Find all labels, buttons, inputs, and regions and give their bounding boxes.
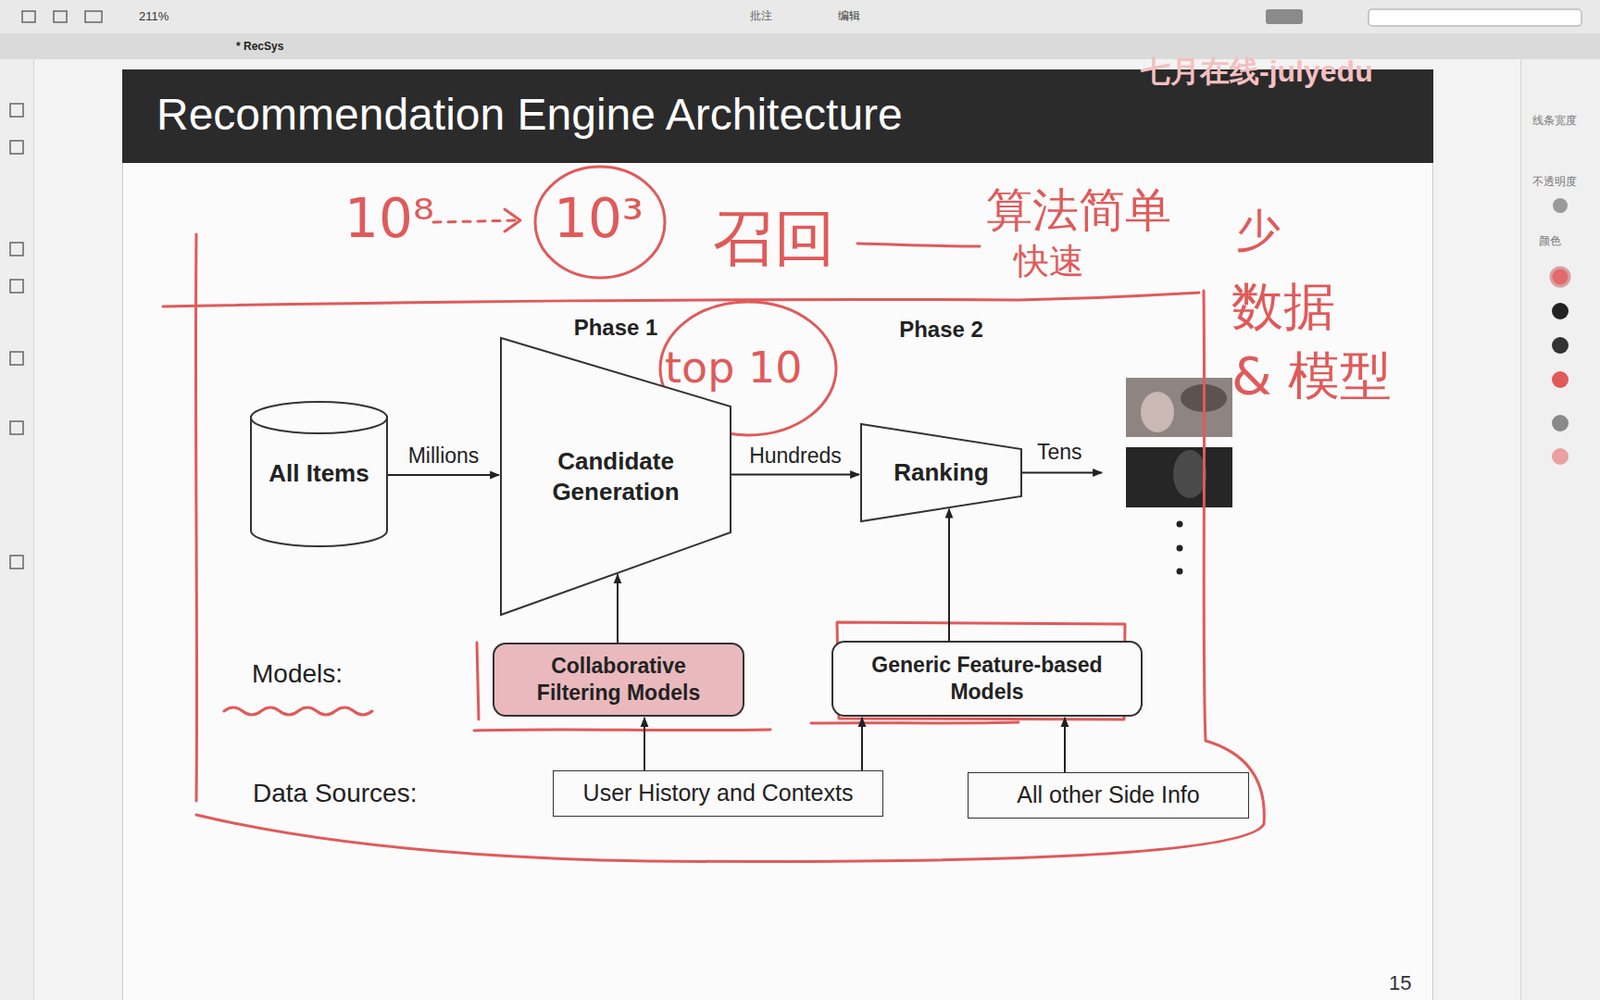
trapezoid-outline: [861, 424, 1022, 522]
data-source-box: All other Side Info: [967, 772, 1250, 819]
search-field: [1368, 9, 1582, 26]
node-label: All other Side Info: [1016, 780, 1200, 810]
handwritten-note: 快速: [1013, 242, 1085, 282]
flow-arrow: [731, 474, 860, 476]
color-swatch: [1551, 414, 1569, 432]
flow-count: Tens: [1037, 440, 1083, 464]
data-store-cylinder: All Items: [250, 400, 388, 547]
zoom-level: 211%: [138, 10, 169, 24]
ink-arrow: [433, 220, 519, 223]
sidebar-icon: [10, 351, 24, 365]
node-label: Candidate Generation: [537, 446, 695, 507]
handwritten-note: 召回: [712, 205, 836, 274]
node-label: All Items: [268, 458, 369, 489]
node-label: Generic Feature-based Models: [855, 651, 1120, 706]
model-box: Generic Feature-based Models: [831, 640, 1143, 717]
video-thumbnail: [1125, 447, 1233, 508]
color-swatch: [1551, 302, 1569, 320]
video-thumbnail: [1140, 391, 1175, 433]
color-swatch: [1551, 448, 1569, 465]
handwritten-note: 数据: [1231, 277, 1336, 336]
ink-underline: [474, 729, 771, 731]
handwritten-note: top 10: [664, 344, 803, 392]
cylinder-outline: [250, 416, 388, 547]
node-label: Collaborative Filtering Models: [519, 652, 719, 707]
video-thumbnail: [1125, 377, 1233, 438]
handwritten-note: 10⁸: [344, 189, 435, 250]
sidebar-icon: [10, 103, 24, 117]
data-source-box: User History and Contexts: [552, 770, 884, 817]
phase-heading: Phase 2: [860, 317, 1023, 342]
slide-title: Recommendation Engine Architecture: [156, 90, 903, 140]
watermark: 七月在线-julyedu: [1140, 55, 1374, 88]
toolbar-icon: [85, 11, 102, 23]
node-label: Ranking: [893, 457, 989, 488]
opacity-swatch: [1552, 198, 1568, 213]
video-thumbnail: [1173, 450, 1207, 499]
ink-stroke: [476, 642, 479, 720]
funnel-stage: Phase 2Ranking: [860, 423, 1023, 523]
flow-arrow: [643, 717, 646, 771]
flow-arrow: [948, 509, 950, 641]
sidebar-icon: [10, 421, 24, 435]
flow-arrow: [861, 717, 863, 771]
row-heading: Models:: [251, 660, 343, 689]
sidebar-icon: [10, 242, 24, 256]
flow-count: Hundreds: [746, 443, 845, 467]
cylinder-outline: [250, 401, 388, 434]
toolbar-icon: [53, 11, 67, 23]
ink-arrow: [504, 209, 521, 232]
ink-stroke: [857, 243, 980, 247]
color-swatch: [1550, 267, 1570, 287]
result-thumbnails: [1125, 377, 1233, 575]
sidebar-icon: [10, 140, 24, 154]
page-number: 15: [1388, 972, 1412, 995]
ellipsis-dot: [1176, 568, 1184, 575]
sidebar-icon: [10, 279, 24, 293]
toolbar-item: 编辑: [837, 10, 861, 23]
handwritten-note: 算法简单: [986, 185, 1172, 237]
toolbar-icon: [22, 11, 36, 23]
document-tab: * RecSys: [236, 40, 284, 53]
left-sidebar: [0, 59, 35, 1000]
toolbar-item: 批注: [750, 10, 773, 23]
ellipsis-dot: [1176, 545, 1184, 552]
model-box: Collaborative Filtering Models: [492, 642, 745, 717]
sidebar-icon: [10, 555, 24, 569]
ink-stroke: [196, 290, 1264, 863]
phase-heading: Phase 1: [500, 315, 732, 340]
node-label: User History and Contexts: [583, 778, 854, 808]
ink-underline: [224, 707, 373, 715]
toolbar: [0, 0, 1600, 35]
flow-arrow: [387, 474, 500, 476]
toolbar-icons: [10, 9, 1582, 569]
color-swatch: [1551, 371, 1569, 388]
handwritten-note: 10³: [553, 189, 644, 250]
ink-stroke: [162, 292, 1200, 307]
ink-underline: [811, 722, 1019, 724]
panel-caption: 不透明度: [1532, 175, 1577, 188]
output-arrow: [1022, 472, 1102, 475]
handwritten-note: & 模型: [1231, 347, 1392, 405]
flow-count: Millions: [405, 444, 483, 468]
handwritten-note: 少: [1236, 205, 1281, 255]
ellipsis-dot: [1176, 521, 1184, 528]
ink-circle: [535, 166, 665, 278]
row-heading: Data Sources:: [252, 779, 417, 809]
panel-caption: 颜色: [1538, 235, 1562, 248]
ink-stroke: [195, 234, 197, 801]
panel-caption: 线条宽度: [1532, 114, 1577, 127]
flow-arrow: [1063, 717, 1066, 773]
flow-arrow: [616, 574, 619, 643]
toolbar-button: [1265, 9, 1303, 25]
color-swatch: [1551, 337, 1569, 354]
handwritten-marks: [162, 166, 1264, 863]
